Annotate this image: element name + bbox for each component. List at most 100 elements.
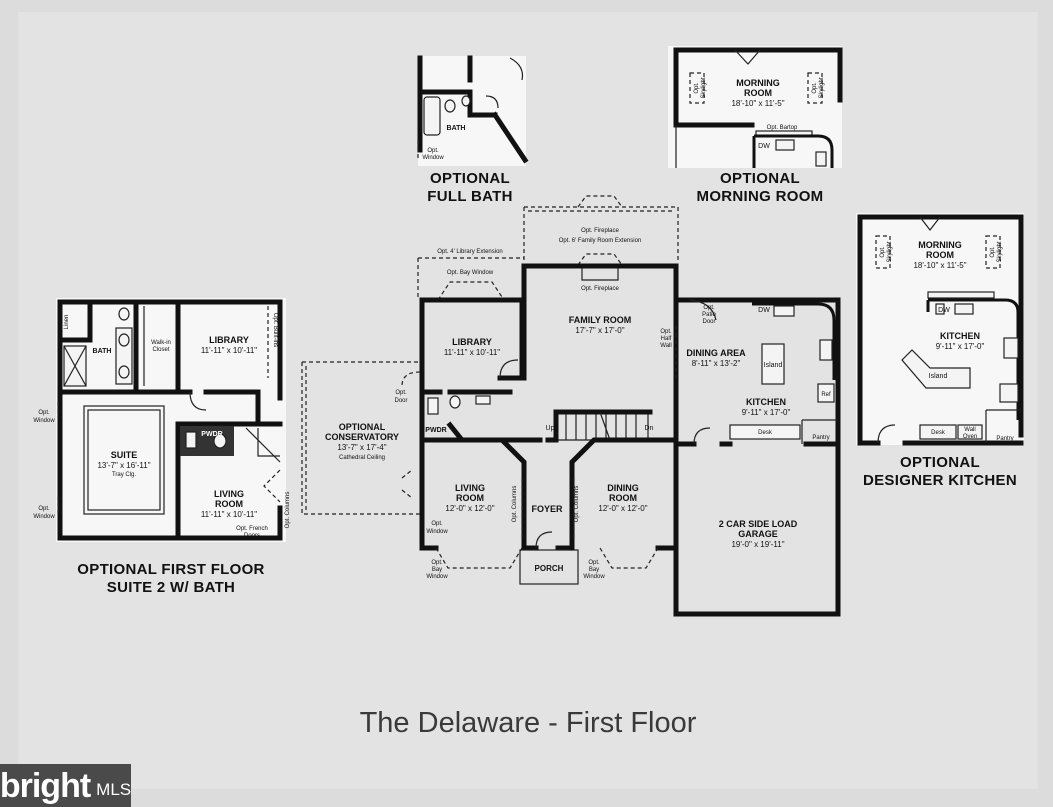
kitchen-dk-dims: 9'-11" x 17'-0" [936,342,985,351]
dining-room-dims: 12'-0" x 12'-0" [598,504,647,513]
island-main: Island [764,362,783,369]
caption-morning-room-1: OPTIONAL [720,170,800,187]
opt-builtins: Opt. Built-ins [272,313,278,347]
library-suite-name: LIBRARY [209,335,249,345]
opt-family-ext: Opt. 6' Family Room Extension [559,238,642,244]
opt-patio-door-3: Door [702,319,715,325]
pwdr-suite: PWDR [201,431,222,438]
opt-fireplace-top: Opt. Fireplace [581,228,619,234]
dw-main: DW [758,307,770,314]
caption-full-bath-1: OPTIONAL [430,170,510,187]
opt-window-suite-2a: Opt. [38,506,50,512]
conservatory-name-1: OPTIONAL [339,422,386,432]
morning-room-opt-name-2: ROOM [744,88,772,98]
wall-oven-dk-2: Oven [963,434,977,440]
morning-room-dk-name-1: MORNING [918,240,962,250]
opt-half-wall-1: Opt. [660,329,672,335]
dw-dk: DW [938,307,950,314]
family-room-dims: 17'-7" x 17'-0" [575,326,624,335]
island-dk: Island [929,373,948,380]
garage-dims: 19'-0" x 19'-11" [731,540,784,549]
opt-bay-r-1: Opt. [588,560,600,566]
ref-main: Ref [821,392,831,398]
dining-room-name-1: DINING [607,483,639,493]
foyer-label: FOYER [531,504,563,514]
kitchen-dk-name: KITCHEN [940,331,980,341]
opt-skylight-mr-2b: Skylight [819,77,825,98]
opt-patio-door-2: Patio [702,312,716,318]
inset-optional-morning-room: Opt. Skylight Opt. Skylight MORNING ROOM… [668,46,843,168]
conservatory-name-2: CONSERVATORY [325,432,399,442]
library-main-name: LIBRARY [452,337,492,347]
suite-name: SUITE [111,450,138,460]
opt-skylight-dk-2b: Skylight [997,241,1003,262]
caption-suite-1: OPTIONAL FIRST FLOOR [77,561,264,578]
watermark-suffix: MLS [96,779,132,799]
morning-room-opt-name-1: MORNING [736,78,780,88]
morning-room-dk-dims: 18'-10" x 11'-5" [913,261,966,270]
opt-bay-r-3: Window [583,574,605,580]
pantry-dk: Pantry [996,436,1013,442]
desk-main: Desk [758,430,773,436]
morning-room-dk-name-2: ROOM [926,250,954,260]
caption-designer-kitchen-2: DESIGNER KITCHEN [863,472,1017,489]
garage-name-2: GARAGE [738,529,778,539]
dw-mr: DW [758,143,770,150]
main-floor-plan: Opt. Fireplace Opt. 6' Family Room Exten… [301,195,841,617]
opt-columns-suite: Opt. Columns [285,492,291,529]
living-suite-name-2: ROOM [215,499,243,509]
walkin-1: Walk-in [151,340,171,346]
living-main-name-2: ROOM [456,493,484,503]
opt-half-wall-2: Half [661,336,672,342]
opt-window-suite-2b: Window [33,514,55,520]
stair-up: Up [546,425,555,432]
opt-bay-l-2: Bay [432,567,442,573]
opt-bay-window: Opt. Bay Window [447,270,494,276]
morning-room-opt-dims: 18'-10" x 11'-5" [731,99,784,108]
opt-half-wall-3: Wall [660,343,671,349]
bright-mls-watermark: bright MLS [0,764,131,807]
dining-area-dims: 8'-11" x 13'-2" [692,359,741,368]
suite-dims: 13'-7" x 16'-11" [97,461,150,470]
caption-full-bath-2: FULL BATH [427,188,512,205]
library-suite-dims: 11'-11" x 10'-11" [201,346,257,355]
desk-dk: Desk [931,430,946,436]
opt-french-1: Opt. French [236,526,268,532]
opt-window-bath-1: Opt. [427,148,439,154]
opt-skylight-dk-1: Opt. [880,246,886,258]
opt-skylight-mr-1: Opt. [694,82,700,94]
library-main-dims: 11'-11" x 10'-11" [444,348,500,357]
inset-optional-full-bath: BATH Opt. Window [417,55,529,166]
garage-name-1: 2 CAR SIDE LOAD [719,519,798,529]
opt-skylight-dk-1b: Skylight [887,241,893,262]
wall-oven-dk-1: Wall [964,427,975,433]
kitchen-main-name: KITCHEN [746,397,786,407]
opt-window-suite-1a: Opt. [38,410,50,416]
walkin-2: Closet [152,347,169,353]
opt-skylight-mr-2: Opt. [812,82,818,94]
opt-bay-l-1: Opt. [431,560,443,566]
living-suite-name-1: LIVING [214,489,244,499]
inset-designer-kitchen: Opt. Skylight Opt. Skylight MORNING ROOM… [856,213,1024,446]
opt-library-ext: Opt. 4' Library Extension [437,249,503,255]
dining-area-name: DINING AREA [686,348,746,358]
opt-fireplace: Opt. Fireplace [581,286,619,292]
linen-label: Linen [64,315,70,330]
bath-suite: BATH [93,348,112,355]
caption-designer-kitchen-1: OPTIONAL [900,454,980,471]
living-suite-dims: 11'-11" x 10'-11" [201,510,257,519]
watermark-brand: bright [0,766,91,805]
living-main-dims: 12'-0" x 12'-0" [445,504,494,513]
opt-window-bath-2: Window [422,155,444,161]
dining-room-name-2: ROOM [609,493,637,503]
porch-label: PORCH [535,564,564,573]
opt-door-1: Opt. [395,390,407,396]
page-title: The Delaware - First Floor [360,707,697,739]
caption-morning-room-2: MORNING ROOM [697,188,824,205]
pwdr-main: PWDR [425,427,446,434]
opt-bay-r-2: Bay [589,567,599,573]
opt-window-living-2: Window [426,529,448,535]
pantry-main: Pantry [812,435,829,441]
opt-columns-l: Opt. Columns [512,486,518,523]
